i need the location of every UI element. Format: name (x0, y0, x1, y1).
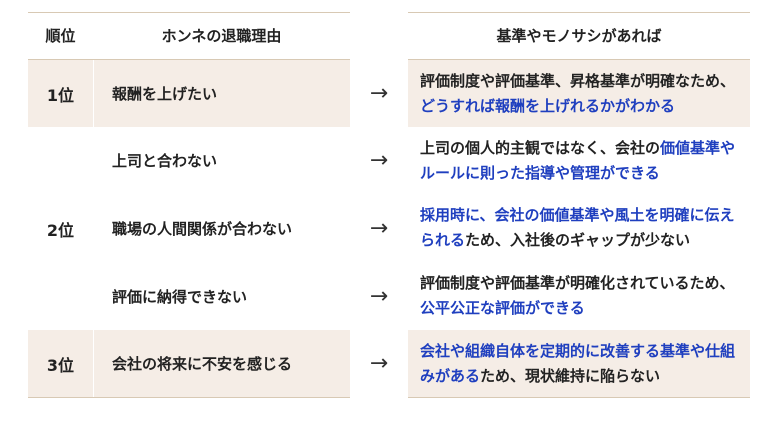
solution-4-part-2: 公平公正な評価ができる (420, 299, 585, 317)
rank-1: 1位 (46, 85, 75, 105)
solution-1-part-1: 評価制度や評価基準、昇格基準が明確なため、 (420, 71, 736, 90)
solution-3-part-2: ため、入社後のギャップが少ない (465, 231, 691, 249)
arrow-icon: → (369, 215, 389, 241)
solution-1-part-2: どうすれば報酬を上げれるかがわかる (420, 96, 676, 115)
left-header-rule (28, 59, 350, 60)
row1-left-band (28, 60, 350, 127)
header-rank: 順位 (45, 27, 76, 45)
solution-4: 評価制度や評価基準が明確化されているため、公平公正な評価ができる (420, 262, 745, 330)
reason-2: 上司と合わない (112, 152, 218, 170)
rank-divider (93, 60, 94, 397)
solution-2-part-1: 上司の個人的主観ではなく、会社の (420, 138, 661, 157)
rank-3: 3位 (46, 355, 75, 375)
arrow-icon: → (369, 351, 389, 376)
reason-4: 評価に納得できない (112, 287, 248, 306)
solution-2: 上司の個人的主観ではなく、会社の価値基準やルールに則った指導や管理ができる (420, 127, 745, 194)
row3-left-band (28, 330, 350, 397)
arrow-icon: → (369, 283, 389, 309)
row3-right-band (408, 330, 750, 397)
rank-2: 2位 (46, 220, 75, 240)
solution-5: 会社や組織自体を定期的に改善する基準や仕組みがあるため、現状維持に陥らない (420, 330, 745, 397)
right-header-rule (408, 59, 750, 60)
solution-4-part-1: 評価制度や評価基準が明確化されているため、 (420, 274, 735, 292)
reason-1: 報酬を上げたい (112, 85, 218, 103)
solution-3: 採用時に、会社の価値基準や風土を明確に伝えられるため、入社後のギャップが少ない (420, 194, 745, 262)
arrow-icon: → (369, 81, 389, 106)
reason-5: 会社の将来に不安を感じる (112, 355, 293, 373)
header-solution: 基準やモノサシがあれば (496, 27, 662, 45)
solution-5-part-1: 会社や組織自体を定期的に改善する基準や仕組みがある (420, 341, 736, 385)
solution-5-part-2: ため、現状維持に陥らない (480, 366, 661, 385)
arrow-icon: → (369, 148, 389, 173)
solution-3-part-1: 採用時に、会社の価値基準や風土を明確に伝えられる (420, 206, 735, 249)
right-top-rule (408, 12, 750, 13)
row1-right-band (408, 60, 750, 127)
right-bottom-rule (408, 397, 750, 398)
solution-1: 評価制度や評価基準、昇格基準が明確なため、どうすれば報酬を上げれるかがわかる (420, 60, 745, 127)
left-bottom-rule (28, 397, 350, 398)
solution-2-part-2: 価値基準やルールに則った指導や管理ができる (420, 138, 736, 182)
left-top-rule (28, 12, 350, 13)
reason-3: 職場の人間関係が合わない (112, 219, 293, 238)
header-reason: ホンネの退職理由 (161, 27, 282, 45)
